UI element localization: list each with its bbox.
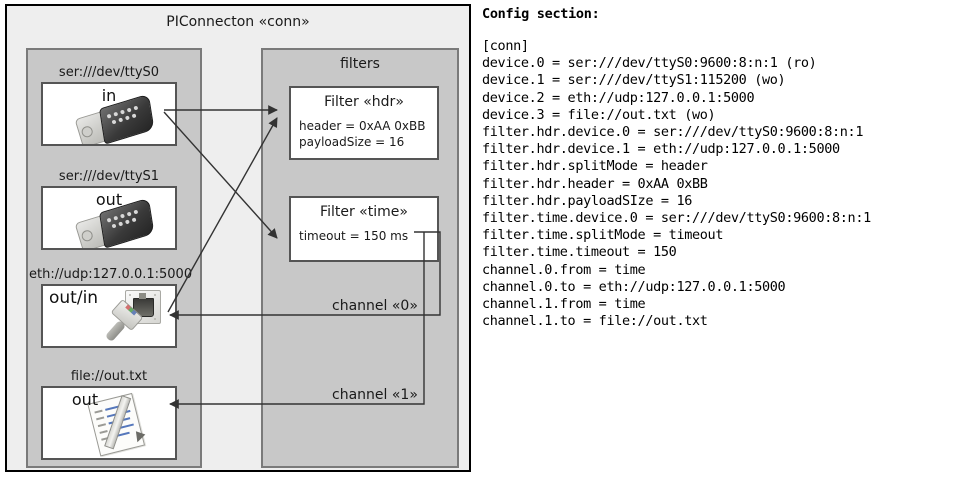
- device-box[interactable]: out: [41, 186, 177, 250]
- device-eth-udp[interactable]: eth://udp:127.0.0.1:5000 out/in: [29, 266, 192, 348]
- device-label: ser:///dev/ttyS0: [58, 65, 160, 80]
- device-box[interactable]: in: [41, 82, 177, 146]
- filter-attributes: header = 0xAA 0xBB payloadSize = 16: [291, 114, 437, 158]
- filter-title: Filter «hdr»: [324, 94, 404, 110]
- device-ser-ttys1[interactable]: ser:///dev/ttyS1 out: [41, 168, 177, 250]
- filter-attributes: timeout = 150 ms: [291, 224, 437, 260]
- filters-panel-title: filters: [340, 56, 380, 72]
- config-text: [conn] device.0 = ser:///dev/ttyS0:9600:…: [482, 38, 871, 330]
- device-direction: in: [101, 86, 117, 105]
- device-label: file://out.txt: [70, 369, 148, 384]
- devices-panel: ser:///dev/ttyS0 in: [26, 48, 202, 468]
- ethernet-icon: [104, 290, 167, 346]
- filter-attr: payloadSize = 16: [299, 135, 405, 149]
- filter-time-box[interactable]: Filter «time» timeout = 150 ms: [289, 196, 439, 262]
- filter-attr: header = 0xAA 0xBB: [299, 119, 426, 133]
- channel-0-label: channel «0»: [332, 298, 418, 314]
- channel-1-label: channel «1»: [332, 387, 418, 403]
- filter-hdr-box[interactable]: Filter «hdr» header = 0xAA 0xBB payloadS…: [289, 86, 439, 160]
- device-box[interactable]: out/in: [41, 284, 177, 348]
- filters-panel: filters Filter «hdr» header = 0xAA 0xBB …: [261, 48, 459, 468]
- device-direction: out: [71, 390, 99, 409]
- filter-title: Filter «time»: [320, 204, 408, 220]
- filter-attr: timeout = 150 ms: [299, 229, 409, 243]
- device-box[interactable]: out: [41, 386, 177, 460]
- device-label: ser:///dev/ttyS1: [58, 169, 160, 184]
- connector-component-frame: PIConnecton «conn» ser:///dev/ttyS0 in: [5, 4, 471, 472]
- device-direction: out/in: [49, 288, 99, 308]
- device-ser-ttys0[interactable]: ser:///dev/ttyS0 in: [41, 64, 177, 146]
- device-file-out[interactable]: file://out.txt out: [41, 368, 177, 460]
- device-label: eth://udp:127.0.0.1:5000: [29, 267, 193, 282]
- config-heading: Config section:: [482, 6, 600, 22]
- config-pane: Config section: [conn] device.0 = ser://…: [482, 6, 960, 330]
- page-title: PIConnecton «conn»: [166, 14, 310, 30]
- device-direction: out: [95, 190, 123, 209]
